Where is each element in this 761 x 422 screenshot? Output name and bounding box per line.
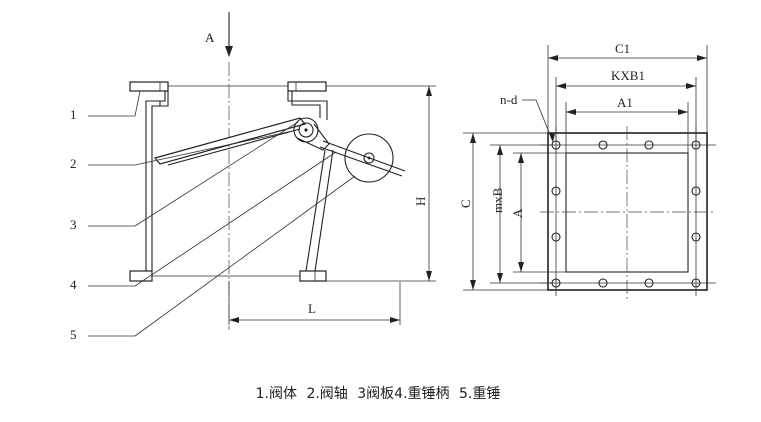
dimension-L: L <box>228 281 401 325</box>
caption-item-3: 3阀板4.重锤柄 <box>357 386 450 402</box>
dimension-H-label: H <box>413 197 428 206</box>
bottom-flange-left <box>129 270 153 282</box>
top-flange-right <box>287 81 327 92</box>
callout-numbers: 1 2 3 4 5 <box>70 107 77 342</box>
dimension-A-vertical: A <box>510 152 566 273</box>
dimension-C1-label: C1 <box>615 41 630 56</box>
caption-item-2: 2.阀轴 <box>306 386 348 402</box>
dimension-H: H <box>326 85 436 282</box>
top-flange-left <box>129 81 169 92</box>
flange-front-view: C1 KXB1 A1 n-d <box>458 41 716 300</box>
bolt-note: n-d <box>500 92 555 143</box>
flow-arrow-label: A <box>205 30 215 45</box>
dimension-C1: C1 <box>547 41 708 133</box>
bolt-holes <box>551 140 701 288</box>
callout-4: 4 <box>70 277 77 292</box>
callout-leaders <box>88 90 356 337</box>
dimension-C-label: C <box>458 199 473 208</box>
dimension-mxB-label: mxB <box>490 187 505 213</box>
side-view: A <box>70 12 436 342</box>
weight-arm <box>319 140 406 177</box>
flange-outer <box>547 132 708 291</box>
callout-1: 1 <box>70 107 77 122</box>
counterweight <box>344 133 394 183</box>
valve-body-left-wall <box>145 90 169 271</box>
caption-item-4: 5.重锤 <box>458 386 501 402</box>
flow-arrow: A <box>205 12 233 57</box>
dimension-KxB1-label: KXB1 <box>611 68 645 83</box>
caption-item-1: 1.阀体 <box>255 386 297 402</box>
dimension-A-label: A <box>510 208 525 218</box>
callout-5: 5 <box>70 327 77 342</box>
valve-shaft <box>293 117 330 151</box>
bottom-flange-right <box>299 270 327 282</box>
dimension-L-label: L <box>308 301 316 316</box>
bolt-note-label: n-d <box>500 92 518 107</box>
dimension-C: C <box>458 132 548 291</box>
dimension-A1: A1 <box>565 95 689 153</box>
callout-2: 2 <box>70 156 77 171</box>
callout-3: 3 <box>70 217 77 232</box>
dimension-mxB: mxB <box>490 144 552 284</box>
damper-plate <box>153 117 307 166</box>
parts-caption: 1.阀体 2.阀轴 3阀板4.重锤柄 5.重锤 <box>0 383 761 403</box>
valve-body-right-wall <box>287 91 334 272</box>
dimension-KxB1: KXB1 <box>555 68 697 140</box>
dimension-A1-label: A1 <box>617 95 633 110</box>
